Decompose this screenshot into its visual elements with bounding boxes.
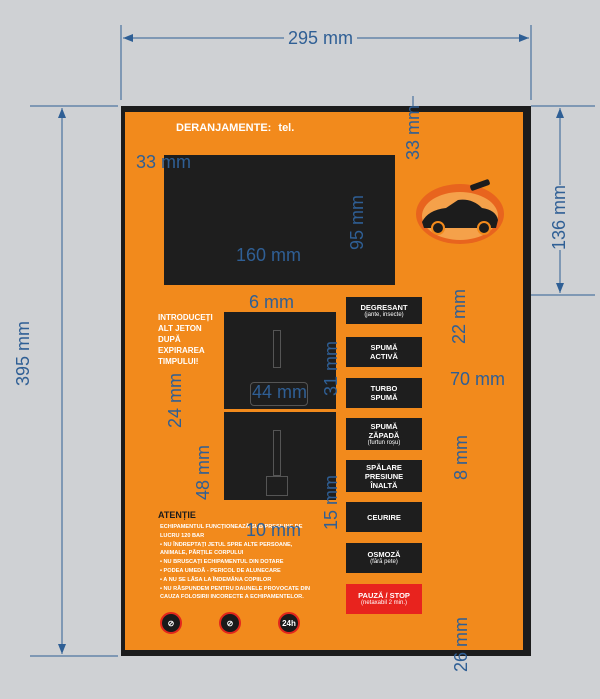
header-label: DERANJAMENTE: tel. [176,122,294,134]
button-label: CEURIRE [367,512,401,522]
dim-160: 160 mm [236,245,302,265]
button-degresant[interactable]: DEGRESANT (jante, insecte) [346,297,422,324]
dim-33-left: 33 mm [136,152,192,172]
warning-line: • NU RĂSPUNDEM PENTRU DAUNELE PROVOCATE … [160,585,311,592]
button-label: DEGRESANT [360,302,408,312]
warning-text: ECHIPAMENTUL FUNCȚIONEAZĂ SUB PRESIUNE D… [160,523,310,602]
button-spuma-activa[interactable]: SPUMĂ ACTIVĂ [346,337,422,367]
dim-70: 70 mm [450,369,506,389]
dim-width: 295 mm [284,29,358,47]
button-sub: (netaxabil 2 min.) [360,600,408,606]
dim-48: 48 mm [193,444,213,500]
dim-44: 44 mm [252,382,308,402]
button-label: SPĂLARE PRESIUNE ÎNALTĂ [364,462,404,490]
button-turbo-spuma[interactable]: TURBO SPUMĂ [346,378,422,408]
header-tel: tel. [278,122,295,134]
button-label: OSMOZĂ [367,550,401,559]
dim-22: 22 mm [449,288,469,344]
dim-33-top: 33 mm [403,104,423,160]
no-pets-icon: ⊘ [219,612,241,634]
card-reader[interactable] [266,476,288,496]
dim-95: 95 mm [347,194,367,250]
button-osmoza[interactable]: OSMOZĂ (fără pete) [346,543,422,573]
button-label: SPUMĂ ACTIVĂ [370,343,398,361]
warning-line: LUCRU 120 BAR [160,532,205,539]
button-spalare-presiune[interactable]: SPĂLARE PRESIUNE ÎNALTĂ [346,460,422,492]
dim-24: 24 mm [165,372,185,428]
note-line: EXPIRAREA [158,346,205,355]
warning-line: • A NU SE LĂSA LA ÎNDEMÂNA COPIILOR [160,576,272,583]
warning-title: ATENȚIE [158,510,196,520]
warning-line: • NU BRUSCAȚI ECHIPAMENTUL DIN DOTARE [160,559,284,566]
dim-8: 8 mm [451,435,471,480]
warning-line: ANIMALE, PĂRȚILE CORPULUI [160,550,244,557]
button-sub: (jante, insecte) [364,311,404,318]
card-slot[interactable] [273,430,281,476]
icon-label: 24h [282,618,296,628]
24h-icon: 24h [278,612,300,634]
note-line: INTRODUCEȚI [158,313,213,322]
note-line: DUPĂ [158,335,181,344]
header-title: DERANJAMENTE: [176,122,272,134]
warning-line: • NU ÎNDREPTAȚI JETUL SPRE ALTE PERSOANE… [160,541,293,548]
coin-slot[interactable] [273,330,281,368]
button-label: PAUZĂ / STOP [358,591,410,600]
insert-token-note: INTRODUCEȚI ALT JETON DUPĂ EXPIRAREA TIM… [158,312,213,367]
note-line: ALT JETON [158,324,202,333]
display-screen [164,155,395,285]
no-smoking-icon: ⊘ [160,612,182,634]
button-label: SPUMĂ ZĂPADĂ [368,421,400,440]
warning-line: CAUZA FOLOSIRII INCORECTE A ECHIPAMENTEL… [160,594,304,601]
dim-6: 6 mm [249,292,294,312]
bill-slot[interactable] [250,382,308,406]
warning-line: ECHIPAMENTUL FUNCȚIONEAZĂ SUB PRESIUNE D… [160,524,303,530]
button-pauza-stop[interactable]: PAUZĂ / STOP (netaxabil 2 min.) [346,584,422,614]
dim-31: 31 mm [321,340,341,396]
button-sub: (fără pete) [370,559,398,565]
note-line: TIMPULUI! [158,357,199,366]
button-label: TURBO SPUMĂ [370,384,398,402]
button-spuma-zapada[interactable]: SPUMĂ ZĂPADĂ (furtun roșu) [346,418,422,450]
warning-line: • PODEA UMEDĂ - PERICOL DE ALUNECARE [160,567,281,574]
dim-136: 136 mm [549,184,569,250]
button-ceurire[interactable]: CEURIRE [346,502,422,532]
dim-height: 395 mm [13,320,33,386]
dim-26: 26 mm [451,616,471,672]
dim-15: 15 mm [321,474,341,530]
dim-10: 10 mm [246,520,302,540]
car-wash-logo [416,179,504,244]
button-sub: (furtun roșu) [367,439,401,446]
